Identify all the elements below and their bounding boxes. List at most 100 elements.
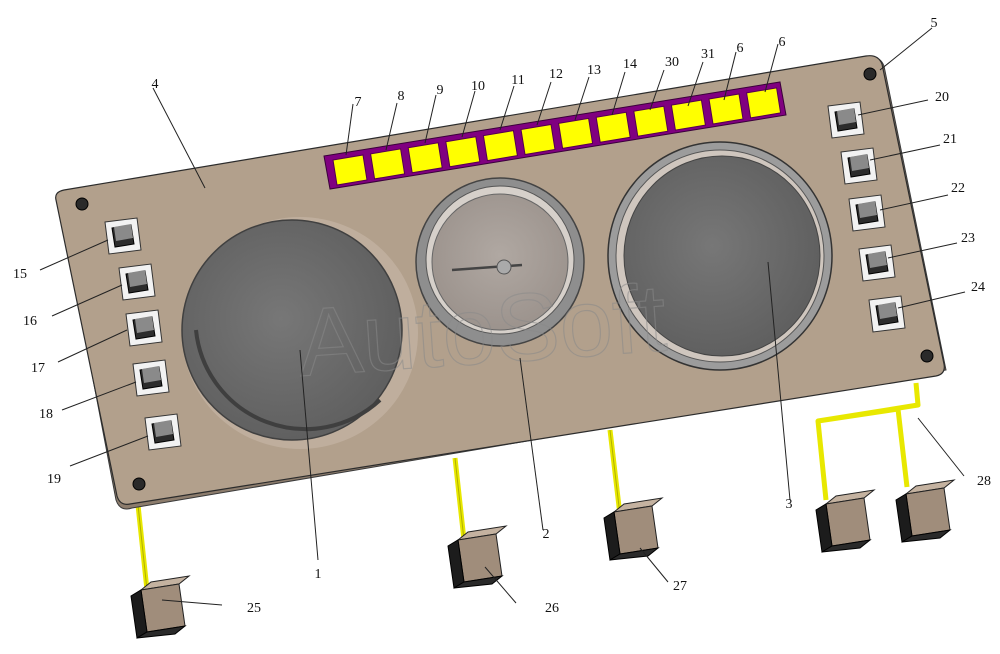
callout-label-7: 7: [355, 95, 362, 110]
connectors: [130, 479, 956, 639]
indicator-lamp: [595, 111, 631, 143]
callout-label-21: 21: [943, 132, 957, 147]
callout-label-26: 26: [545, 601, 559, 616]
callout-label-9: 9: [437, 83, 444, 98]
indicator-lamp: [482, 130, 518, 162]
callout-label-30: 30: [665, 55, 679, 70]
left-switches: [104, 217, 182, 451]
leader-line: [869, 144, 941, 161]
leader-line: [649, 69, 665, 111]
connector-27: [603, 497, 664, 561]
callout-label-20: 20: [935, 90, 949, 105]
leader-line: [499, 85, 515, 131]
callout-label-17: 17: [31, 361, 45, 376]
callout-label-14: 14: [623, 57, 637, 72]
leader-lines: [39, 27, 966, 606]
toggle-switch[interactable]: [104, 217, 142, 255]
toggle-switch[interactable]: [848, 194, 886, 232]
leader-line: [161, 599, 223, 606]
leader-line: [879, 194, 949, 211]
toggle-switch[interactable]: [132, 359, 170, 397]
indicator-strip: [323, 81, 787, 190]
toggle-switch[interactable]: [840, 147, 878, 185]
indicator-lamp: [558, 117, 594, 149]
leader-line: [764, 43, 779, 93]
callout-label-25: 25: [247, 601, 261, 616]
callout-label-16: 16: [23, 314, 37, 329]
wire-28: [815, 382, 921, 501]
callout-label-27: 27: [673, 579, 687, 594]
indicator-lamp: [633, 105, 669, 137]
leader-line: [887, 242, 958, 259]
toggle-switch[interactable]: [125, 309, 163, 347]
indicator-lamp: [670, 99, 706, 131]
callout-label-12: 12: [549, 67, 563, 82]
callout-label-8: 8: [398, 89, 405, 104]
connector-28a: [815, 489, 876, 553]
callout-label-4: 4: [152, 77, 159, 92]
leader-line: [611, 71, 626, 116]
callout-label-15: 15: [13, 267, 27, 282]
callout-label-28: 28: [977, 474, 991, 489]
leader-line: [51, 284, 123, 317]
leader-line: [857, 99, 929, 116]
leader-line: [519, 357, 544, 531]
watermark: AutoSoft: [295, 265, 670, 397]
leader-line: [767, 261, 791, 501]
leader-line: [152, 87, 206, 189]
screw-top-right: [863, 67, 877, 81]
leader-line: [299, 349, 319, 561]
connector-25: [130, 575, 191, 639]
panel-screws: [75, 67, 934, 491]
leader-line: [536, 81, 552, 126]
leader-line: [461, 90, 476, 138]
callout-label-24: 24: [971, 280, 985, 295]
indicator-lamp: [520, 123, 556, 156]
leader-line: [639, 547, 669, 583]
indicator-lamp: [370, 148, 406, 180]
toggle-switch[interactable]: [827, 101, 865, 139]
leader-line: [897, 291, 966, 309]
callout-label-23: 23: [961, 231, 975, 246]
leader-line: [917, 417, 965, 477]
callout-label-31: 31: [701, 47, 715, 62]
indicator-lamp: [407, 142, 443, 174]
callout-label-2: 2: [543, 527, 550, 542]
gauge-2: [415, 177, 585, 347]
leader-line: [69, 435, 149, 467]
toggle-switch[interactable]: [118, 263, 156, 301]
callout-label-18: 18: [39, 407, 53, 422]
leader-line: [39, 239, 109, 271]
toggle-switch[interactable]: [868, 295, 906, 333]
indicator-lamp: [746, 87, 782, 119]
leader-line: [385, 102, 398, 151]
screw-top-left: [75, 197, 89, 211]
screw-bottom-right: [920, 349, 934, 363]
leader-line: [484, 566, 517, 604]
callout-label-5: 5: [931, 16, 938, 31]
gauge-2-hub: [496, 259, 512, 275]
callout-label-6a: 6: [737, 41, 744, 56]
toggle-switch[interactable]: [858, 244, 896, 282]
toggle-switch[interactable]: [144, 413, 182, 451]
callout-label-19: 19: [47, 472, 61, 487]
callout-label-13: 13: [587, 63, 601, 78]
screw-bottom-left: [132, 477, 146, 491]
indicator-lamp: [445, 136, 481, 168]
right-switches: [827, 101, 906, 333]
leader-line: [574, 76, 590, 121]
callout-label-6b: 6: [779, 35, 786, 50]
wires-outline: [137, 429, 621, 591]
connector-28b: [895, 479, 956, 543]
callout-label-22: 22: [951, 181, 965, 196]
callout-label-10: 10: [471, 79, 485, 94]
leader-line: [879, 27, 933, 71]
callout-label-11: 11: [511, 73, 524, 88]
leader-line: [61, 381, 137, 411]
leader-line: [57, 329, 128, 363]
indicator-lamp: [708, 93, 744, 125]
gauge-1: [181, 217, 418, 449]
